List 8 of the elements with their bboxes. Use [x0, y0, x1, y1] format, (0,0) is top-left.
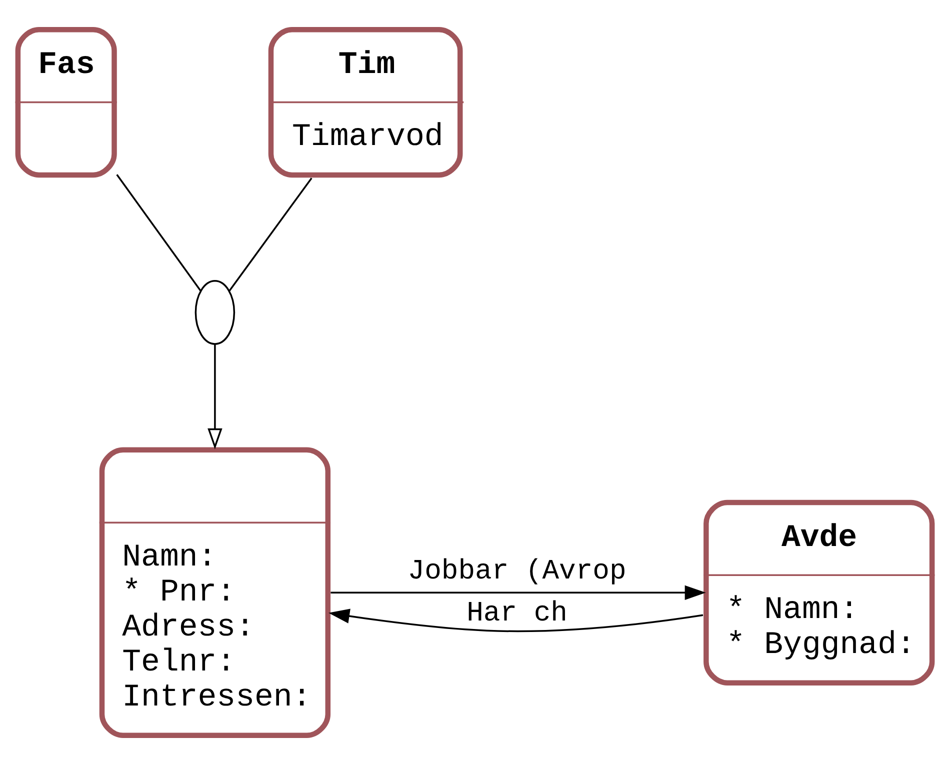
arrow	[208, 344, 222, 449]
arrow	[330, 584, 706, 600]
node-circle	[194, 280, 236, 344]
edge-label: Jobbar (Avrop	[408, 556, 626, 587]
arrow	[328, 608, 704, 632]
connector	[116, 174, 202, 291]
edge-label: Har ch	[466, 598, 568, 629]
connector	[228, 177, 312, 292]
